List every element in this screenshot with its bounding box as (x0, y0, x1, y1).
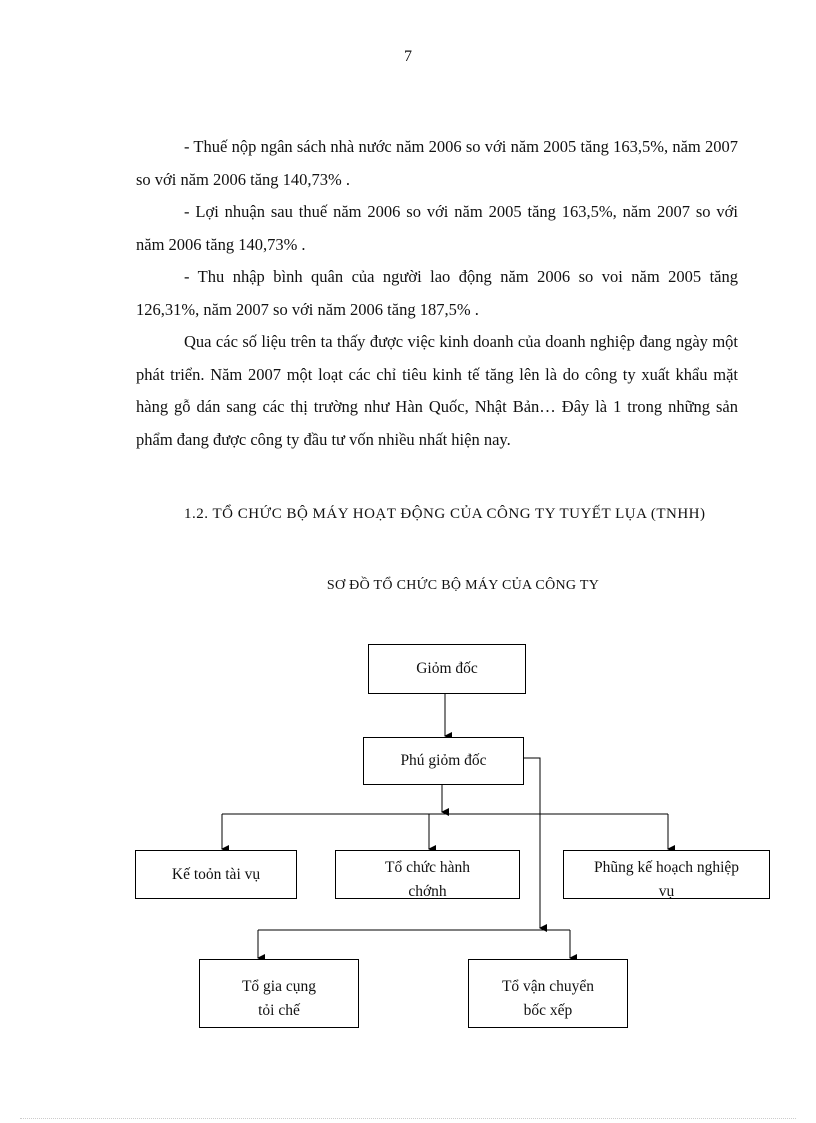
page-bottom-rule (20, 1118, 796, 1119)
node-planning: Phũng kế hoạch nghiệp vụ (563, 850, 770, 899)
section-heading-text: 1.2. TỔ CHỨC BỘ MÁY HOẠT ĐỘNG CỦA CÔNG T… (184, 506, 706, 522)
node-deputy-director: Phú giỏm đốc (363, 737, 524, 785)
node-processing-label-1: Tổ gia cụng (241, 977, 317, 995)
node-director-label: Giỏm đốc (416, 660, 478, 677)
node-deputy-director-label: Phú giỏm đốc (400, 752, 487, 769)
node-accounting-label: Kế toỏn tài vụ (171, 865, 261, 883)
node-accounting: Kế toỏn tài vụ (135, 850, 297, 899)
paragraph-income: - Thu nhập bình quân của người lao động … (136, 267, 738, 319)
node-admin: Tổ chức hành chớnh (335, 850, 520, 899)
node-transport-label-2: bốc xếp (523, 1001, 573, 1019)
page-number: 7 (404, 48, 412, 65)
paragraph-tax: - Thuế nộp ngân sách nhà nước năm 2006 s… (136, 137, 738, 189)
diagram-title: SƠ ĐỒ TỔ CHỨC BỘ MÁY CỦA CÔNG TY (326, 578, 600, 593)
section-heading: 1.2. TỔ CHỨC BỘ MÁY HOẠT ĐỘNG CỦA CÔNG T… (136, 498, 738, 530)
node-transport: Tổ vận chuyển bốc xếp (468, 959, 628, 1028)
node-admin-label-2: chớnh (408, 882, 447, 899)
node-director: Giỏm đốc (368, 644, 526, 694)
node-transport-label-1: Tổ vận chuyển (501, 977, 595, 995)
node-processing-label-2: tỏi chế (258, 1001, 300, 1019)
node-planning-label-1: Phũng kế hoạch nghiệp (593, 858, 740, 876)
paragraph-summary: Qua các số liệu trên ta thấy được việc k… (136, 332, 738, 449)
connector-deputy-side (524, 757, 541, 928)
node-planning-label-2: vụ (658, 882, 675, 899)
node-admin-label-1: Tổ chức hành (384, 858, 470, 876)
body-text: - Thuế nộp ngân sách nhà nước năm 2006 s… (136, 131, 738, 456)
node-processing: Tổ gia cụng tỏi chế (199, 959, 359, 1028)
paragraph-profit: - Lợi nhuận sau thuế năm 2006 so với năm… (136, 202, 738, 254)
